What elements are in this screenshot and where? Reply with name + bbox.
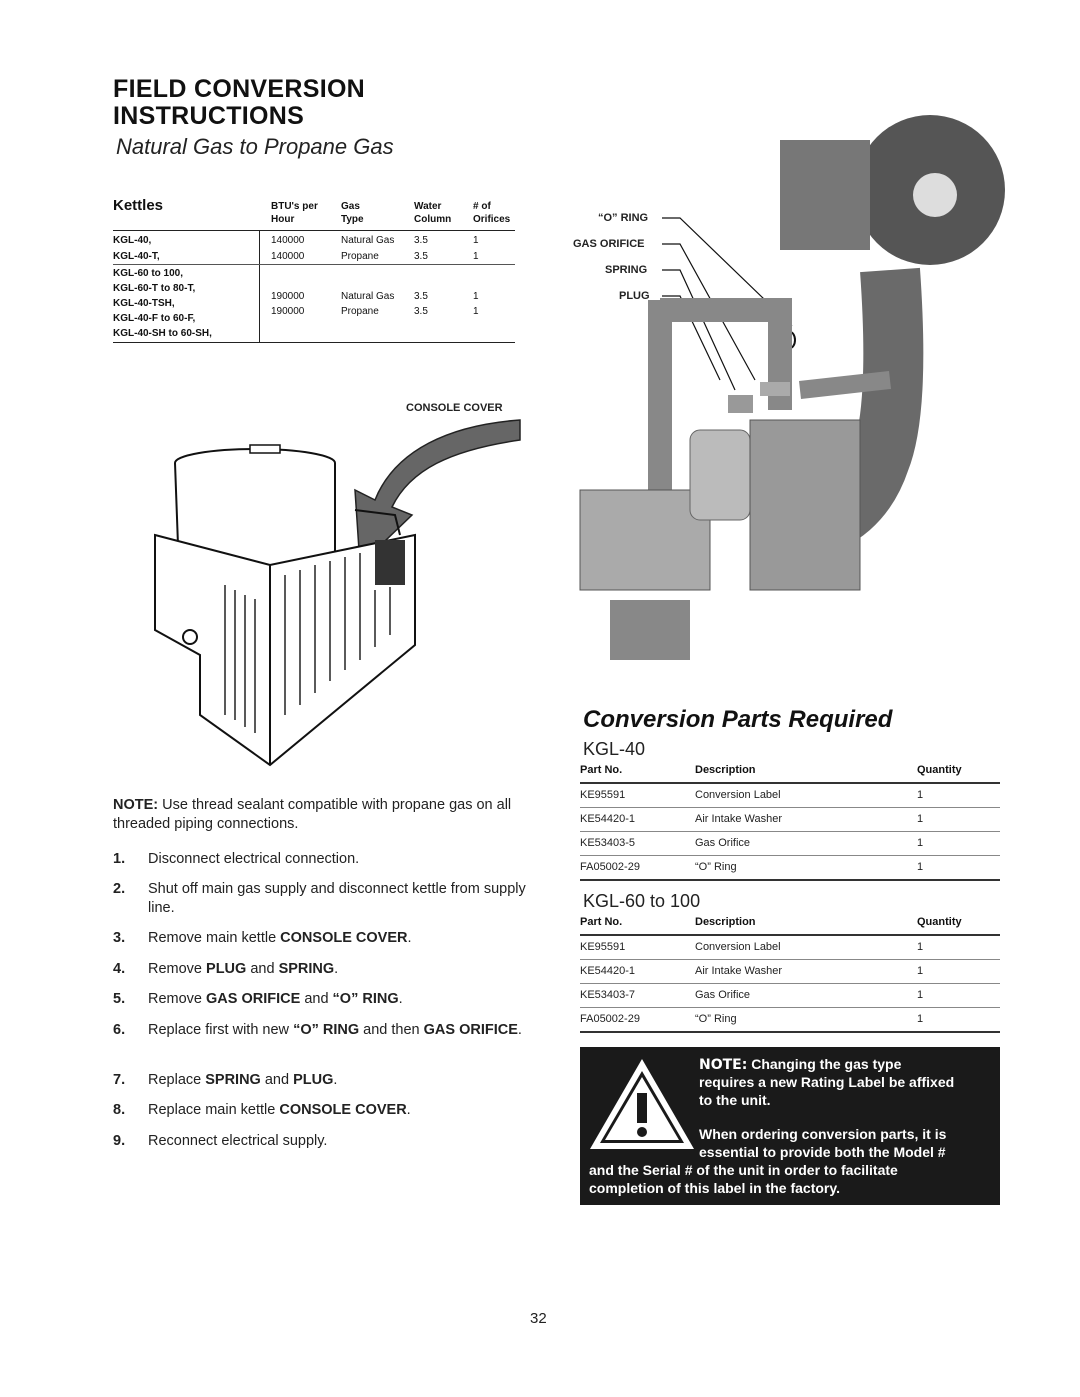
exclamation-triangle-icon	[590, 1059, 694, 1149]
page-number: 32	[530, 1310, 547, 1327]
title-line-2: INSTRUCTIONS	[113, 102, 305, 130]
title-line-1: FIELD CONVERSION	[113, 75, 366, 103]
kgl40-heading: KGL-40	[583, 739, 646, 759]
spec-rows-group-1: 140000 Natural Gas 3.5 1 140000 Propane …	[271, 235, 479, 262]
kettle-illustration	[154, 419, 521, 767]
kettles-heading: Kettles	[113, 197, 164, 214]
spec-rows-group-2: 190000 Natural Gas 3.5 1 190000 Propane …	[271, 291, 479, 317]
o-ring-label: “O” RING	[598, 212, 649, 224]
plug-label: PLUG	[619, 290, 650, 302]
spring-label: SPRING	[605, 264, 648, 276]
thread-sealant-note: NOTE: Use thread sealant compatible with…	[113, 797, 512, 832]
conversion-parts-title: Conversion Parts Required	[583, 706, 893, 733]
gas-valve-assembly-image	[579, 115, 1005, 660]
rating-label-warning-box: NOTE: Changing the gas type requires a n…	[580, 1047, 1000, 1205]
gas-orifice-label: GAS ORIFICE	[573, 238, 645, 250]
console-cover-label: CONSOLE COVER	[406, 402, 503, 414]
warning-text-1: NOTE: Changing the gas type	[699, 1056, 902, 1073]
model-group-1: KGL-40, KGL-40-T,	[113, 235, 160, 262]
page-subtitle: Natural Gas to Propane Gas	[116, 134, 394, 159]
page-title: FIELD CONVERSION INSTRUCTIONS	[113, 76, 365, 130]
kgl60-heading: KGL-60 to 100	[583, 891, 701, 911]
model-group-2: KGL-60 to 100, KGL-60-T to 80-T, KGL-40-…	[113, 268, 212, 339]
